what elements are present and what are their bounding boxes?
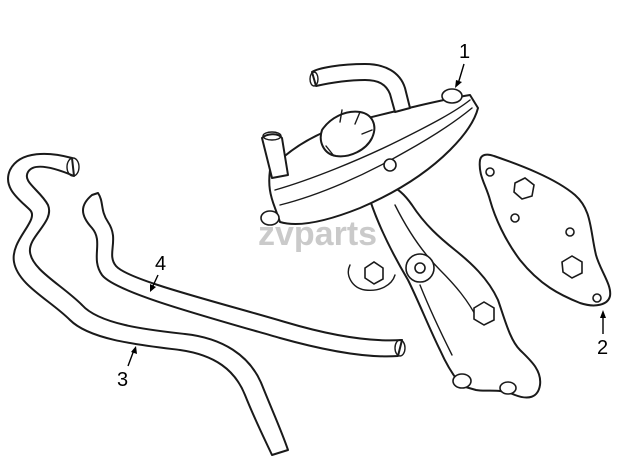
callout-label-1: 1 [459,41,470,63]
callout-1[interactable]: 1 [455,41,470,88]
callout-label-4: 4 [155,253,166,275]
callout-3[interactable]: 3 [117,346,137,391]
watermark-logo: zvparts [258,215,377,253]
callout-4[interactable]: 4 [150,253,166,292]
callout-2[interactable]: 2 [597,310,608,359]
hose-4[interactable] [82,192,406,358]
oil-cooler-housing[interactable] [260,63,479,226]
gasket-2[interactable] [478,153,612,307]
callout-label-2: 2 [597,337,608,359]
callout-label-3: 3 [117,369,128,391]
oil-cooler-bracket[interactable] [347,185,542,399]
hose-3[interactable] [7,152,289,456]
